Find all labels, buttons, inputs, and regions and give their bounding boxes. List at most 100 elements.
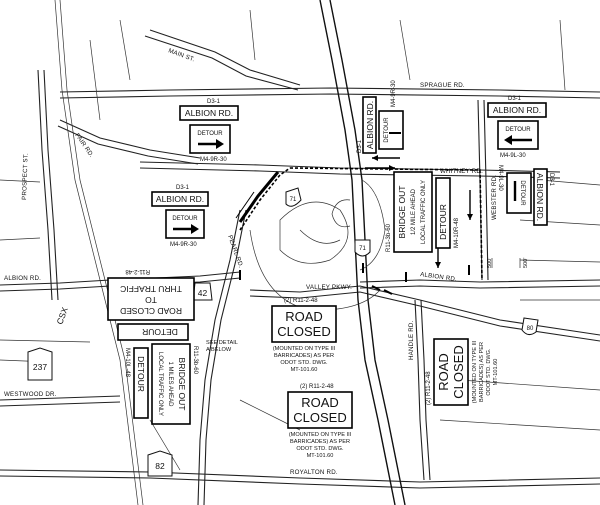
sign-road-closed-thru: M4-10L-48 DETOUR ROAD CLOSED TO THRU TRA… <box>107 268 195 348</box>
sign-line1: ROAD <box>285 309 323 324</box>
see-detail-line1: SEE DETAIL <box>206 340 238 346</box>
sign-line2: CLOSED <box>293 410 346 425</box>
valley-pkwy-label: VALLEY PKWY. <box>306 284 352 291</box>
sign-code-top: D3-1 <box>176 185 190 191</box>
sign-name-text: ALBION RD. <box>156 194 204 204</box>
sign-note3: ODOT STD. DWG. <box>280 360 328 366</box>
sign-code: (2) R11-2-48 <box>284 298 318 304</box>
albion-east-line <box>359 279 600 283</box>
sign-note3: ODOT STD. DWG. <box>486 348 492 396</box>
sign-detour-plate <box>435 177 451 249</box>
sign-code-2: M4-10L-48 <box>124 348 130 378</box>
sign-code-top: D3-1 <box>508 96 522 102</box>
sr82-label: 82 <box>155 461 165 471</box>
sign-line3: THRU TRAFFIC <box>120 284 182 294</box>
i71-north-label: 71 <box>290 197 297 203</box>
sign-name-plate <box>179 105 239 121</box>
sign-note2: BARRICADES) AS PER <box>274 353 334 359</box>
webster-rd-label: WEBSTER RD. <box>491 175 498 220</box>
sign-code-top: D3-1 <box>548 173 554 187</box>
sign-line2: CLOSED <box>277 324 330 339</box>
i71-shield-north <box>285 187 302 207</box>
arrow-whitney-head <box>372 155 378 161</box>
sign-line2: TO <box>145 295 157 305</box>
see-detail-line2: A BELOW <box>206 347 232 353</box>
westwood-label: WESTWOOD DR. <box>4 391 57 398</box>
csx-label: CSX <box>54 306 69 326</box>
route-shields: 71 71 80 42 237 82 <box>27 187 539 477</box>
sign-plate <box>433 338 469 406</box>
valley-pkwy-line-2 <box>249 291 600 342</box>
sign-detour-plate <box>506 172 532 214</box>
handle-rd-line-2 <box>420 299 431 481</box>
sign-code: (2) R11-2-48 <box>300 384 334 390</box>
route-arrows <box>365 155 473 268</box>
fair-road-line <box>59 119 201 159</box>
whitney-road-line <box>139 161 561 173</box>
barricade-4 <box>468 265 470 275</box>
sign-line1: ROAD CLOSED <box>120 306 182 316</box>
arrow-south-head <box>435 262 441 268</box>
sign-albion-top-right: D3-1 ALBION RD. DETOUR M4-9L-30 <box>487 96 547 159</box>
sr237-label: 237 <box>33 362 47 372</box>
sign-code-bottom: M4-9L-30 <box>500 153 526 159</box>
webster-line-2 <box>483 99 489 281</box>
whitney-rd-label: WHITNEY RD. <box>440 168 483 175</box>
sign-code: R11-3b-60 <box>386 223 392 252</box>
sign-note1: (MOUNTED ON TYPE III <box>273 346 336 352</box>
sign-note3: ODOT STD. DWG. <box>296 446 344 452</box>
sign-name-plate <box>533 168 548 226</box>
sr237-shield <box>27 347 53 381</box>
i71-loop <box>331 199 351 228</box>
csx-rail-2 <box>59 0 144 505</box>
prospect-st-line <box>37 69 53 301</box>
barricade-pair <box>371 285 393 295</box>
sign-code-bottom: M4-9R-30 <box>200 157 227 163</box>
sign-detour-plate <box>189 124 231 154</box>
barricade-2 <box>362 263 364 273</box>
royalton-line-2 <box>0 475 600 489</box>
sign-name-text: ALBION RD. <box>535 173 545 221</box>
sign-albion-rot-webster: D3-1 ALBION RD. DETOUR M4-9L-30 <box>497 165 554 226</box>
arrow-right-icon-head <box>191 224 199 234</box>
bridge-closure <box>235 171 280 223</box>
sign-note4: MT-101.60 <box>307 453 334 459</box>
prospect-st-line-2 <box>43 69 59 301</box>
sign-note2: BARRICADES) AS PER <box>479 342 485 402</box>
sign-detour-plate <box>165 209 205 239</box>
barricade-1 <box>239 270 241 280</box>
closed-bridge <box>238 171 280 223</box>
main-st-label: MAIN ST. <box>167 47 196 63</box>
road-labels: MAIN ST. SPRAGUE RD. FAIR RD. PROSPECT S… <box>4 47 529 476</box>
main-st-line-2 <box>144 35 299 91</box>
sign-detour-text: DETOUR <box>519 180 525 206</box>
sign-line3: LOCAL TRAFFIC ONLY <box>157 352 163 416</box>
sign-note4: MT-101.60 <box>291 367 318 373</box>
closed-bridge-edge <box>235 191 255 219</box>
sign-plate <box>393 171 433 253</box>
westwood-line-2 <box>0 401 121 407</box>
sign-plate <box>151 343 191 425</box>
sprague-road-line-2 <box>59 93 600 99</box>
sign-detour-text: DETOUR <box>172 216 198 222</box>
arrow-right-icon-head <box>216 139 224 149</box>
sign-code: R11-3b-60 <box>192 346 198 375</box>
prospect-st-label: PROSPECT ST. <box>21 153 30 200</box>
i71-shield-center <box>354 239 371 257</box>
sprague-road-line <box>59 87 600 93</box>
sign-detour-text: DETOUR <box>136 356 146 392</box>
sign-plate <box>287 391 353 429</box>
csx-rail <box>54 0 139 505</box>
fair-road-line-2 <box>57 125 199 165</box>
albion-east-line-2 <box>359 285 600 289</box>
sign-code-top: D3-1 <box>357 139 363 153</box>
sign-line1: BRIDGE OUT <box>177 358 187 411</box>
handle-rd-label: HANDLE RD. <box>408 320 415 360</box>
sign-name-text: ALBION RD. <box>365 101 375 149</box>
sign-bridge-out-west: R11-3b-60 BRIDGE OUT 1 MILES AHEAD LOCAL… <box>124 343 198 425</box>
sign-code: R11-2-48 <box>125 268 150 274</box>
sign-line2: 1 MILES AHEAD <box>167 361 173 407</box>
arrow-left-icon-head <box>504 135 512 145</box>
i71-ramp-e <box>359 179 386 271</box>
